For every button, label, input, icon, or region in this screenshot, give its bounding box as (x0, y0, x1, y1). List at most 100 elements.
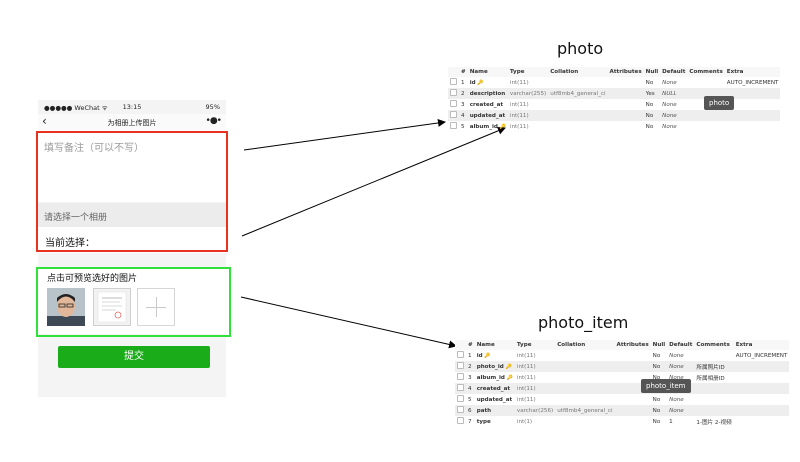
cell-name: id 🔑 (469, 79, 484, 86)
back-arrow-icon[interactable]: ‹ (42, 114, 47, 128)
row-checkbox[interactable] (450, 111, 457, 118)
row-checkbox[interactable] (450, 89, 457, 96)
cell-null: Yes (643, 88, 661, 99)
key-icon: 🔑 (497, 123, 506, 130)
cell-attributes (614, 361, 651, 372)
row-checkbox[interactable] (457, 351, 464, 358)
cell-comments (687, 88, 725, 99)
cell-default: None (660, 110, 688, 121)
row-checkbox[interactable] (450, 78, 457, 85)
document-thumbnail[interactable] (93, 288, 131, 326)
cell-default: None (669, 396, 684, 403)
add-image-button[interactable] (137, 288, 175, 326)
row-checkbox[interactable] (457, 384, 464, 391)
column-header: Default (667, 340, 695, 350)
phone-screenshot: ●●●●● WeChat ᯤ 13:15 95% ‹ 为相册上传图片 •●• 填… (38, 100, 226, 397)
album-select-row[interactable]: 请选择一个相册 (38, 203, 226, 227)
cell-comments (687, 77, 724, 88)
row-checkbox[interactable] (457, 362, 464, 369)
cell-collation (548, 110, 608, 121)
current-selection-row: 当前选择： (38, 227, 226, 253)
cell-num: 3 (461, 101, 465, 108)
cell-name: description (467, 88, 508, 99)
cell-default: None (669, 374, 684, 381)
cell-num: 7 (468, 418, 472, 425)
cell-default: None (662, 123, 677, 130)
row-checkbox[interactable] (457, 395, 464, 402)
cell-attributes (614, 383, 651, 394)
cell-name: type (476, 418, 491, 425)
current-selection-label: 当前选择： (45, 238, 95, 249)
cell-type: int(11) (514, 361, 556, 372)
cell-extra (733, 361, 790, 372)
photo-table-title: photo (557, 39, 604, 58)
cell-extra (724, 88, 781, 99)
green-highlight-box (36, 267, 231, 337)
row-checkbox[interactable] (450, 122, 457, 129)
row-checkbox[interactable] (450, 100, 457, 107)
cell-comments (694, 394, 733, 405)
column-header: Type (507, 67, 549, 77)
cell-num: 1 (468, 352, 472, 359)
row-checkbox[interactable] (457, 417, 464, 424)
cell-attributes (615, 416, 651, 427)
column-header: Name (467, 67, 508, 77)
column-header: Type (514, 340, 556, 350)
arrow-note-to-photo (243, 119, 446, 151)
cell-name: photo_id 🔑 (474, 361, 515, 372)
album-prompt-label: 请选择一个相册 (44, 213, 108, 223)
carrier-label: ●●●●● WeChat ᯤ (44, 104, 108, 112)
red-highlight-box (36, 131, 228, 252)
cell-comments (687, 121, 724, 132)
cell-type: int(11) (507, 110, 549, 121)
column-header (455, 340, 466, 350)
cell-name: created_at (469, 101, 504, 108)
cell-collation (555, 394, 614, 405)
cell-num: 3 (468, 374, 472, 381)
cell-comments (694, 405, 734, 416)
row-checkbox[interactable] (457, 406, 464, 413)
column-header (448, 67, 459, 77)
column-header: Comments (687, 67, 725, 77)
column-header: Name (474, 340, 515, 350)
row-checkbox[interactable] (457, 373, 464, 380)
cell-collation: utf8mb4_general_ci (555, 405, 615, 416)
cell-null: No (645, 101, 654, 108)
photo-tooltip: photo (704, 96, 735, 110)
cell-extra (733, 405, 790, 416)
cell-num: 2 (466, 361, 475, 372)
page-title: 为相册上传图片 (107, 119, 157, 127)
column-header: Default (660, 67, 688, 77)
cell-type: int(11) (514, 383, 556, 394)
note-textarea[interactable]: 填写备注（可以不写） (38, 130, 226, 202)
cell-num: 1 (461, 79, 465, 86)
cell-comments: 所属照片ID (694, 361, 734, 372)
cell-default: NULL (660, 88, 688, 99)
cell-extra: AUTO_INCREMENT (726, 79, 779, 86)
column-header: Collation (548, 67, 608, 77)
submit-button[interactable]: 提交 (58, 346, 210, 368)
cell-default: 1 (669, 418, 673, 425)
cell-num: 6 (466, 405, 475, 416)
portrait-thumbnail[interactable] (47, 288, 85, 326)
cell-type: int(11) (516, 396, 536, 403)
more-icon[interactable]: •●• (205, 116, 223, 126)
cell-extra (734, 372, 790, 383)
cell-type: varchar(256) (514, 405, 556, 416)
cell-type: int(11) (516, 352, 536, 359)
